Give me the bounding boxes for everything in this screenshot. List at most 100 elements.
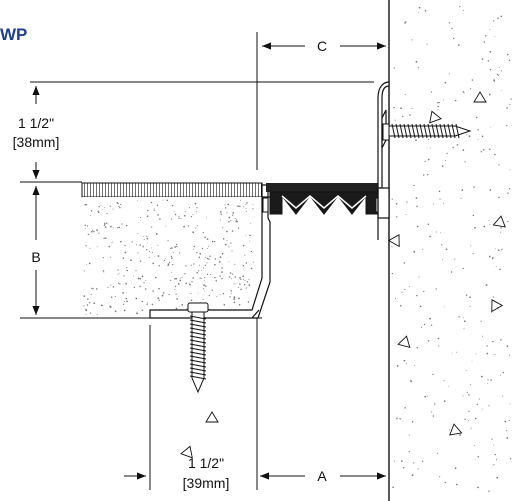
texture-dot	[92, 232, 94, 234]
texture-dot	[151, 303, 154, 306]
texture-dot	[100, 204, 102, 206]
texture-dot	[469, 305, 471, 307]
texture-dot	[122, 303, 125, 305]
texture-dot	[174, 277, 176, 280]
texture-dot	[151, 247, 152, 249]
texture-dot	[168, 293, 170, 296]
texture-dot	[427, 223, 430, 225]
texture-dot	[485, 35, 487, 37]
texture-dot	[477, 138, 479, 140]
texture-dot	[247, 301, 250, 303]
texture-dot	[405, 21, 407, 23]
texture-dot	[183, 225, 185, 228]
texture-dot	[395, 202, 398, 205]
texture-dot	[181, 277, 183, 279]
texture-dot	[146, 248, 148, 251]
texture-dot	[466, 391, 468, 394]
texture-dot	[152, 252, 154, 254]
texture-dot	[396, 216, 398, 218]
texture-dot	[230, 242, 232, 244]
texture-dot	[83, 305, 85, 307]
screw-thread	[423, 123, 428, 139]
texture-dot	[493, 464, 495, 466]
texture-dot	[173, 252, 175, 254]
texture-dot	[122, 292, 124, 294]
screw-thread	[189, 355, 207, 360]
texture-dot	[423, 290, 425, 293]
texture-dot	[194, 227, 196, 229]
texture-dot	[504, 420, 507, 423]
texture-dot	[195, 211, 197, 213]
texture-dot	[464, 418, 466, 421]
texture-dot	[238, 303, 241, 306]
texture-dot	[488, 405, 490, 407]
texture-dot	[193, 245, 196, 248]
texture-dot	[220, 213, 222, 215]
texture-dot	[117, 273, 119, 275]
texture-dot	[500, 339, 502, 341]
texture-dot	[110, 284, 112, 286]
texture-dot	[170, 255, 173, 257]
texture-dot	[506, 437, 509, 439]
texture-dot	[404, 288, 406, 291]
texture-dot	[86, 304, 89, 306]
texture-dot	[199, 277, 201, 279]
texture-dot	[155, 276, 157, 279]
screw-thread	[189, 343, 207, 348]
texture-dot	[403, 359, 406, 362]
texture-dot	[206, 262, 208, 264]
texture-dot	[142, 235, 144, 237]
texture-dot	[477, 129, 479, 131]
texture-dot	[464, 161, 466, 163]
aggregate-triangle-icon	[397, 335, 411, 349]
texture-dot	[250, 222, 252, 224]
texture-dot	[491, 312, 492, 314]
texture-dot	[228, 261, 230, 263]
texture-dot	[185, 211, 187, 212]
texture-dot	[480, 151, 483, 153]
texture-dot	[119, 206, 121, 209]
aggregate-triangle-icon	[473, 91, 487, 103]
texture-dot	[250, 267, 253, 270]
texture-dot	[205, 217, 207, 219]
texture-dot	[396, 417, 398, 420]
texture-dot	[153, 256, 155, 258]
aggregate-triangle-icon	[449, 423, 463, 436]
texture-dot	[186, 308, 188, 310]
texture-dot	[497, 249, 500, 252]
texture-dot	[510, 98, 512, 100]
texture-dot	[451, 352, 453, 354]
texture-dot	[427, 395, 429, 397]
texture-dot	[418, 6, 421, 9]
texture-dot	[106, 212, 108, 215]
texture-dot	[416, 205, 418, 208]
texture-dot	[139, 285, 141, 288]
texture-dot	[441, 165, 444, 167]
texture-dot	[488, 219, 490, 221]
dimension-bottom-metric: [39mm]	[183, 475, 230, 491]
texture-dot	[437, 101, 439, 104]
texture-dot	[162, 292, 165, 294]
texture-dot	[203, 284, 206, 287]
texture-dot	[447, 386, 449, 387]
texture-dot	[191, 281, 193, 283]
texture-dot	[392, 486, 394, 489]
texture-dot	[492, 296, 495, 298]
texture-dot	[391, 272, 393, 275]
texture-dot	[443, 380, 445, 382]
texture-dot	[481, 335, 483, 337]
texture-dot	[185, 265, 187, 267]
texture-dot	[204, 276, 206, 278]
screw-thread	[427, 123, 432, 139]
texture-dot	[105, 237, 107, 239]
texture-dot	[135, 270, 137, 272]
texture-dot	[481, 375, 483, 378]
texture-dot	[234, 263, 236, 265]
texture-dot	[233, 298, 236, 300]
texture-dot	[243, 279, 244, 280]
texture-dot	[489, 224, 491, 226]
texture-dot	[242, 264, 245, 267]
texture-dot	[199, 252, 202, 255]
screw-thread	[189, 319, 207, 324]
wood-screw-icon	[382, 123, 472, 141]
